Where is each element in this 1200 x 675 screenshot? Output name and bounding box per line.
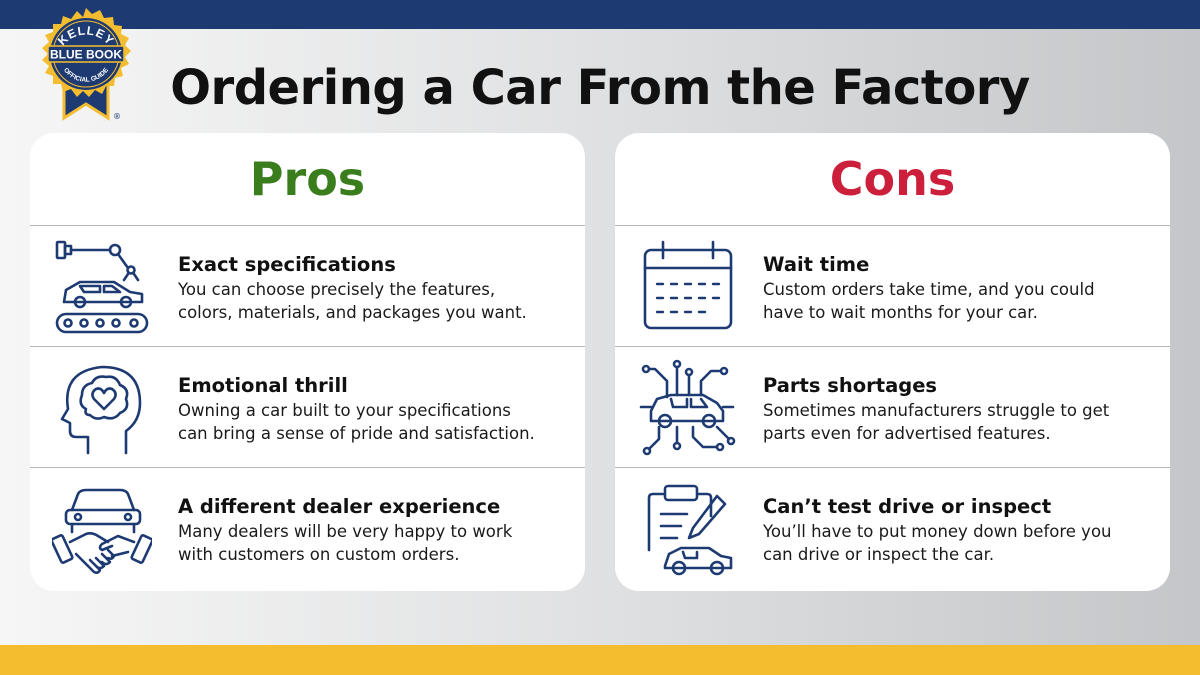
- item-title: Emotional thrill: [178, 374, 348, 397]
- brain-heart-icon: [52, 359, 152, 457]
- list-item: A different dealer experience Many deale…: [30, 468, 585, 589]
- page-title: Ordering a Car From the Factory: [170, 60, 1030, 116]
- cons-heading: Cons: [615, 133, 1170, 226]
- registered-mark: ®: [113, 112, 121, 121]
- item-desc-line: with customers on custom orders.: [178, 545, 460, 564]
- item-title: Exact specifications: [178, 253, 396, 276]
- car-handshake-icon: [52, 480, 152, 578]
- item-desc-line: Many dealers will be very happy to work: [178, 522, 513, 541]
- clipboard-car-icon: [637, 480, 737, 578]
- logo-main-text: BLUE BOOK: [50, 48, 122, 62]
- pros-heading: Pros: [30, 133, 585, 226]
- item-title: Wait time: [763, 253, 870, 276]
- item-desc-line: have to wait months for your car.: [763, 303, 1038, 322]
- item-desc-line: Sometimes manufacturers struggle to get: [763, 401, 1110, 420]
- list-item: Can’t test drive or inspect You’ll have …: [615, 468, 1170, 589]
- item-desc-line: colors, materials, and packages you want…: [178, 303, 527, 322]
- item-title: A different dealer experience: [178, 495, 501, 518]
- car-circuit-icon: [637, 359, 737, 457]
- list-item: Emotional thrill Owning a car built to y…: [30, 347, 585, 468]
- item-desc-line: parts even for advertised features.: [763, 424, 1051, 443]
- list-item: Exact specifications You can choose prec…: [30, 226, 585, 347]
- item-desc-line: You’ll have to put money down before you: [763, 522, 1112, 541]
- list-item: Wait time Custom orders take time, and y…: [615, 226, 1170, 347]
- item-desc-line: Owning a car built to your specification…: [178, 401, 511, 420]
- top-navy-bar: [0, 0, 1200, 29]
- item-desc-line: You can choose precisely the features,: [178, 280, 496, 299]
- item-title: Parts shortages: [763, 374, 938, 397]
- pros-card: Pros: [30, 133, 585, 591]
- kbb-logo: KELLEY BLUE BOOK OFFICIAL GUIDE ®: [38, 6, 134, 124]
- robot-arm-assembly-icon: [52, 238, 152, 336]
- calendar-icon: [637, 238, 737, 336]
- item-title: Can’t test drive or inspect: [763, 495, 1052, 518]
- item-desc-line: Custom orders take time, and you could: [763, 280, 1095, 299]
- list-item: Parts shortages Sometimes manufacturers …: [615, 347, 1170, 468]
- cons-card: Cons Wait time Custom orders take time, …: [615, 133, 1170, 591]
- bottom-gold-bar: [0, 645, 1200, 675]
- item-desc-line: can drive or inspect the car.: [763, 545, 995, 564]
- item-desc-line: can bring a sense of pride and satisfact…: [178, 424, 535, 443]
